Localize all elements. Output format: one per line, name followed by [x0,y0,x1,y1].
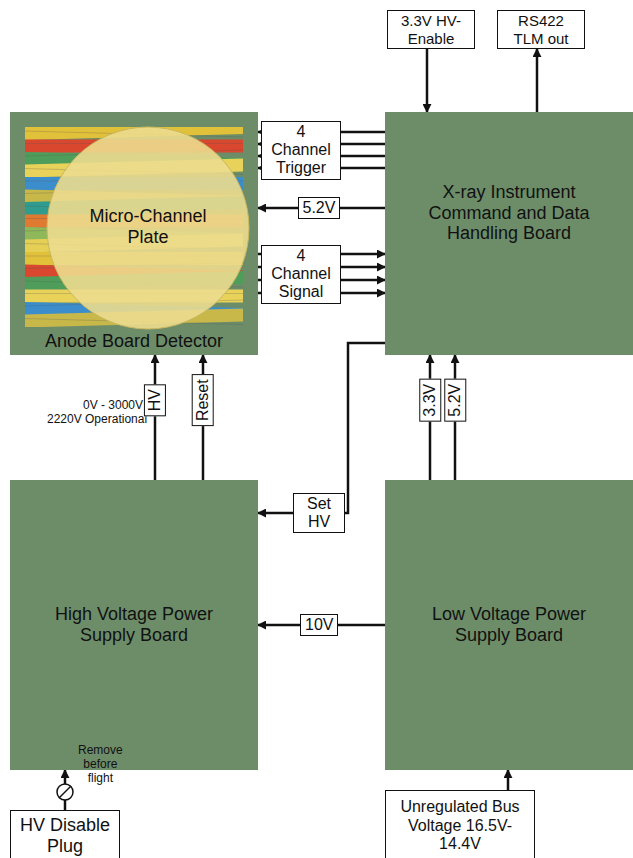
bus-voltage-box: Unregulated Bus Voltage 16.5V-14.4V [385,790,535,858]
note-label: 2220V Operational [47,413,147,427]
note-label: Remove before flight [78,744,123,785]
micro-channel-plate: Micro-Channel Plate [46,126,250,330]
node-text: RS422 TLM out [503,12,579,47]
connector [258,343,385,513]
connector [508,770,509,790]
connector [427,49,428,112]
signal-box: RS422 TLM out [497,10,585,49]
signal-label: Reset [192,374,214,426]
signal-label: HV [144,384,166,416]
node-text: Low Voltage Power Supply Board [419,604,599,645]
signal-label: 3.3V [419,379,441,422]
signal-label: 5.2V [298,197,341,219]
plug-box: HV Disable Plug [10,810,120,858]
signal-label: 5.2V [444,379,466,422]
signal-box: 3.3V HV-Enable [387,10,475,49]
connector [537,49,538,112]
node-text: HV Disable Plug [15,815,115,856]
note-label: 0V - 3000V [83,399,143,413]
node-text: Unregulated Bus Voltage 16.5V-14.4V [390,798,530,853]
node-text: High Voltage Power Supply Board [44,604,224,645]
node-text: 3.3V HV-Enable [393,12,469,47]
hv-supply-board: High Voltage Power Supply Board [10,480,258,770]
detector-board: Anode Board Detector Micro-Channel Plate [10,112,258,355]
node-text: Micro-Channel Plate [83,206,213,247]
node-text: X-ray Instrument Command and Data Handli… [422,182,597,244]
signal-label: 4 Channel Signal [261,245,341,304]
connector [155,355,156,480]
node-text: Anode Board Detector [45,331,223,352]
signal-label: Set HV [293,493,345,534]
signal-label: 4 Channel Trigger [261,121,341,180]
signal-label: 10V [300,614,338,636]
cdh-board: X-ray Instrument Command and Data Handli… [385,112,633,355]
lv-supply-board: Low Voltage Power Supply Board [385,480,633,770]
